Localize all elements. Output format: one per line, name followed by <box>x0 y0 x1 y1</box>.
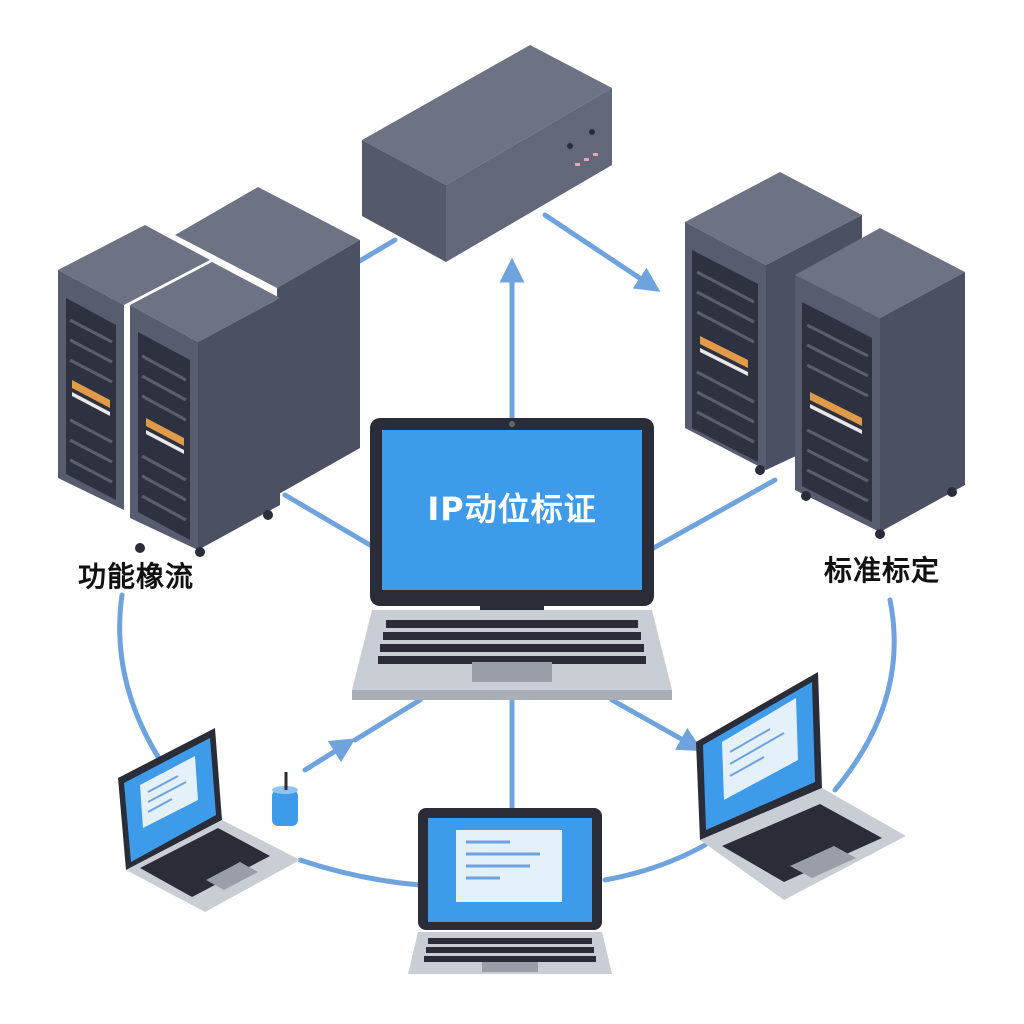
connector-bottom-right-arc <box>602 842 708 883</box>
connectors <box>117 212 897 888</box>
connector-box-to-right-servers <box>542 212 661 292</box>
center-laptop <box>352 418 672 700</box>
right-servers-label: 标准标定 <box>824 554 941 587</box>
connector-left-laptop-to-center <box>302 738 356 773</box>
connector-right-arc <box>832 597 897 793</box>
server-rack-left-2 <box>130 262 280 557</box>
top-box-device <box>362 45 612 262</box>
connector-center-to-right-laptop <box>609 697 703 752</box>
server-rack-left-1 <box>58 225 210 510</box>
cup-icon <box>272 772 298 826</box>
connector-left-servers-to-box <box>355 237 398 265</box>
server-rack-right-1 <box>685 172 862 475</box>
bottom-right-laptop <box>696 672 906 900</box>
connector-left-arc <box>117 592 163 763</box>
left-server-rack-group <box>58 187 360 557</box>
connector-bottom-left-arc <box>297 857 423 888</box>
server-rack-left-back <box>175 187 360 495</box>
connector-center-to-right-servers <box>647 477 778 553</box>
connector-center-to-left-servers <box>282 492 373 548</box>
center-laptop-screen-title: IP动位标证 <box>427 490 597 528</box>
server-rack-right-2 <box>795 228 965 539</box>
bottom-center-laptop <box>408 808 612 974</box>
left-servers-label: 功能橡流 <box>78 560 195 593</box>
bottom-left-laptop <box>118 728 300 912</box>
connector-left-laptop-to-center-2 <box>352 697 423 743</box>
center-laptop-screen <box>382 430 642 590</box>
right-server-rack-group <box>685 172 965 539</box>
center-laptop-keyboard <box>378 620 646 664</box>
